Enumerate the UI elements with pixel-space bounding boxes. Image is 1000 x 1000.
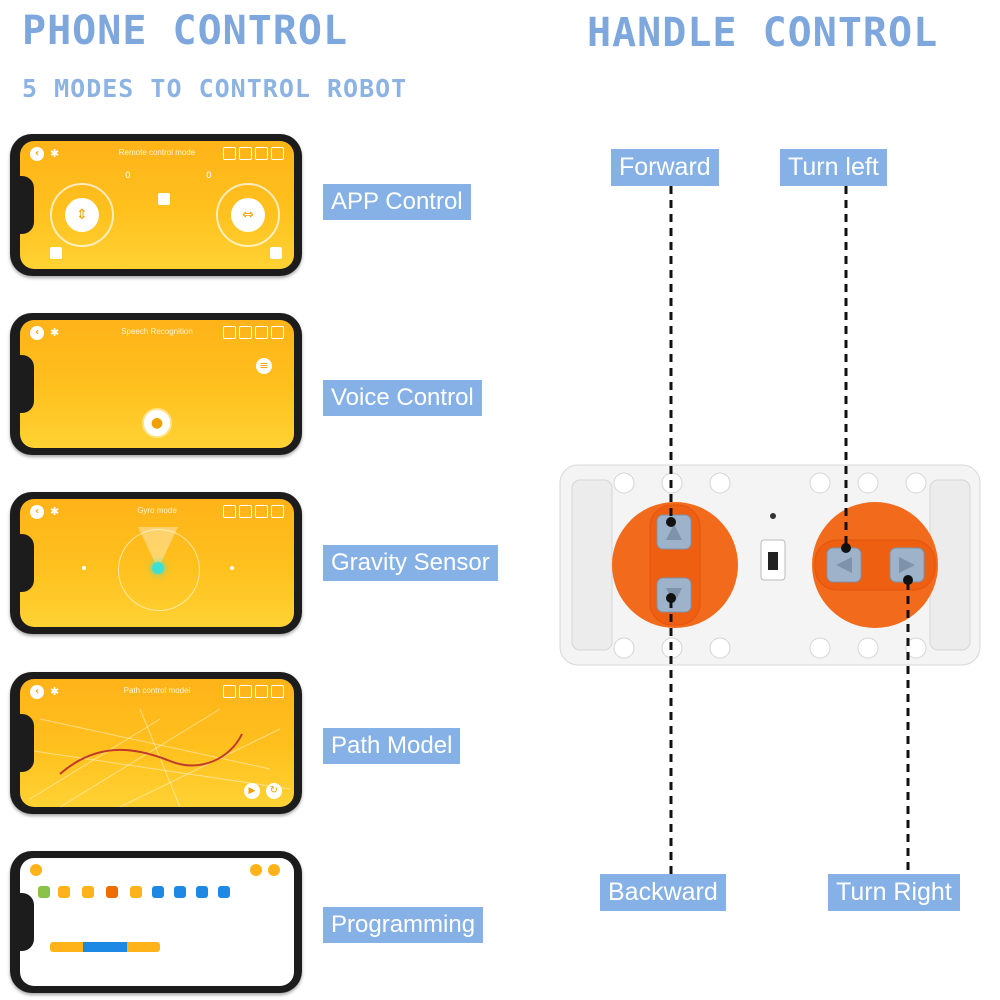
screen-title: Gyro mode [137, 506, 177, 515]
phone-screen: ‹ ✱ Remote control mode ⇕ ⇔ 0 0 [20, 141, 294, 269]
code-block [218, 886, 230, 898]
microphone-icon: ● [142, 408, 172, 438]
label-forward: Forward [611, 149, 719, 186]
code-block [58, 886, 70, 898]
turn-right-button-icon [889, 547, 925, 583]
bluetooth-icon: ✱ [50, 685, 60, 698]
code-script-strip [50, 942, 160, 952]
screen-title: Speech Recognition [121, 327, 193, 336]
screen-title: Remote control mode [118, 148, 196, 157]
corner-icon [50, 247, 62, 259]
code-block [130, 886, 142, 898]
label-path-model: Path Model [323, 728, 461, 764]
phone-remote-control: ‹ ✱ Remote control mode ⇕ ⇔ 0 0 [10, 134, 302, 276]
phone-screen [20, 858, 294, 986]
right-dial-bar [814, 539, 936, 591]
back-icon: ‹ [30, 505, 44, 519]
back-icon: ‹ [30, 685, 44, 699]
path-map [20, 708, 291, 807]
label-backward: Backward [600, 874, 726, 911]
bluetooth-icon: ✱ [50, 147, 60, 160]
phone-screen: ‹ ✱ Speech Recognition ≡ ● [20, 320, 294, 448]
code-block [152, 886, 164, 898]
back-icon: ‹ [30, 147, 44, 161]
modes-subheading: 5 MODES TO CONTROL ROBOT [22, 74, 408, 103]
power-switch [760, 539, 786, 581]
left-dial [612, 502, 738, 628]
screen-title: Path control model [123, 686, 191, 695]
gyro-dot-icon [152, 562, 164, 574]
mode-toolbar [223, 147, 284, 160]
label-turn-left: Turn left [780, 149, 887, 186]
forward-button-icon [656, 514, 692, 550]
phone-screen: ‹ ✱ Path control model ▶ ↻ [20, 679, 294, 807]
menu-icon: ≡ [256, 358, 272, 374]
label-gravity-sensor: Gravity Sensor [323, 545, 498, 581]
gyro-right-marker [230, 566, 234, 570]
label-app-control: APP Control [323, 184, 471, 220]
info-icon [250, 864, 262, 876]
reset-icon: ↻ [266, 783, 282, 799]
phone-screen: ‹ ✱ Gyro mode [20, 499, 294, 627]
indicator-light [770, 513, 776, 519]
left-joystick: ⇕ [50, 183, 114, 247]
code-block [106, 886, 118, 898]
phone-programming [10, 851, 302, 993]
code-block [174, 886, 186, 898]
play-icon: ▶ [244, 783, 260, 799]
left-speed-readout: 0 [125, 171, 131, 181]
right-joystick: ⇔ [216, 183, 280, 247]
bluetooth-icon: ✱ [50, 505, 60, 518]
label-voice-control: Voice Control [323, 380, 482, 416]
phone-path-model: ‹ ✱ Path control model ▶ ↻ [10, 672, 302, 814]
mode-toolbar [223, 505, 284, 518]
mode-toolbar [223, 685, 284, 698]
gyro-ring [118, 529, 200, 611]
corner-icon [270, 247, 282, 259]
turn-left-button-icon [826, 547, 862, 583]
controller-side-right [929, 479, 971, 651]
controller-studs [613, 472, 927, 659]
controller-side-left [571, 479, 613, 651]
right-speed-readout: 0 [206, 171, 212, 181]
phone-gravity-sensor: ‹ ✱ Gyro mode [10, 492, 302, 634]
code-block [82, 886, 94, 898]
label-turn-right: Turn Right [828, 874, 960, 911]
right-dial [812, 502, 938, 628]
label-programming: Programming [323, 907, 484, 943]
phone-control-heading: PHONE CONTROL [22, 8, 349, 54]
code-block [196, 886, 208, 898]
back-icon [30, 864, 42, 876]
left-right-arrows-icon: ⇔ [231, 198, 265, 232]
left-dial-bar [649, 504, 701, 626]
center-icon [158, 193, 170, 205]
handle-control-heading: HANDLE CONTROL [587, 10, 939, 56]
controller-body [559, 464, 981, 666]
phone-voice-control: ‹ ✱ Speech Recognition ≡ ● [10, 313, 302, 455]
bluetooth-icon: ✱ [50, 326, 60, 339]
mode-toolbar [223, 326, 284, 339]
play-icon [268, 864, 280, 876]
backward-button-icon [656, 577, 692, 613]
back-icon: ‹ [30, 326, 44, 340]
code-block [38, 886, 50, 898]
up-down-arrows-icon: ⇕ [65, 198, 99, 232]
gyro-left-marker [82, 566, 86, 570]
